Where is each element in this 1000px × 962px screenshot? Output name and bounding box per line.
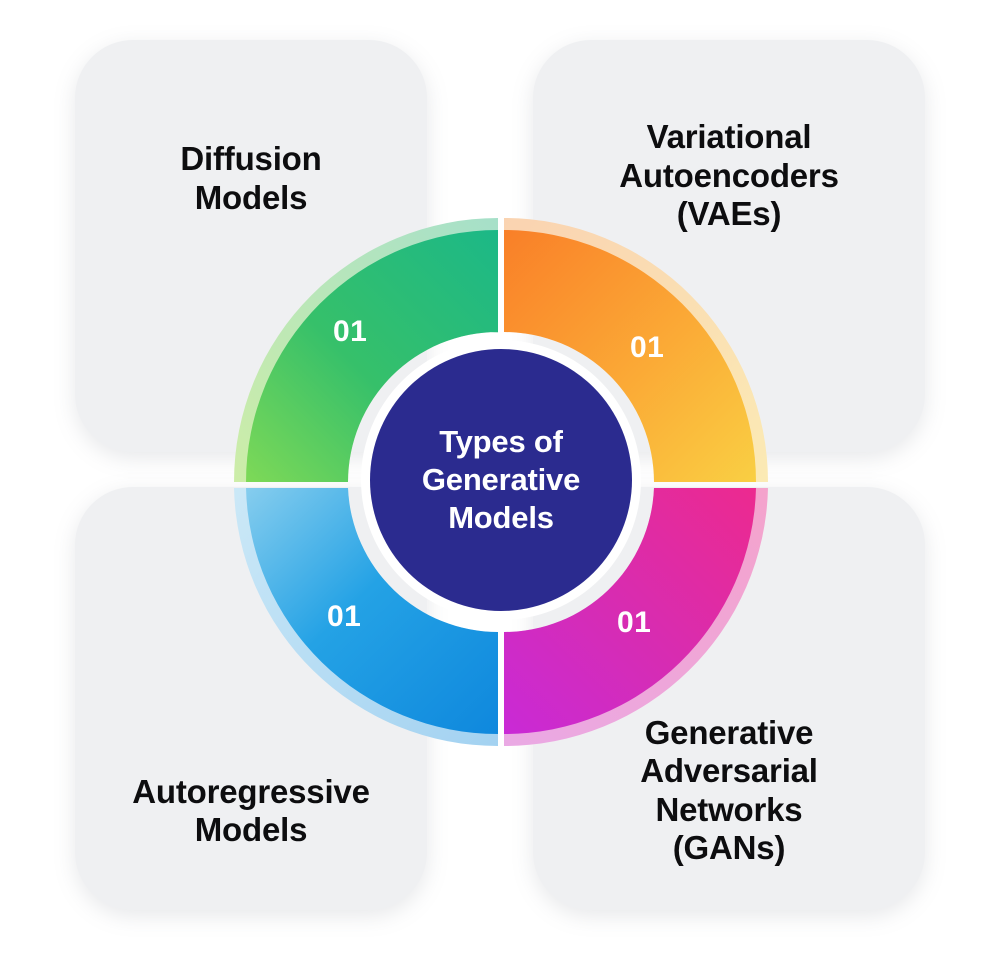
donut-number-diffusion-models: 01: [333, 315, 368, 348]
center-title: Types of Generative Models: [421, 424, 581, 535]
donut-number-autoregressive-models: 01: [327, 600, 362, 633]
quadrant-label-variational-autoencoders: Variational Autoencoders (VAEs): [619, 118, 839, 233]
donut-arc-group: [246, 230, 756, 734]
donut-arc-variational-autoencoders[interactable]: [504, 230, 756, 482]
quadrant-label-generative-adversarial-networks: Generative Adversarial Networks (GANs): [640, 713, 818, 867]
donut-number-variational-autoencoders: 01: [630, 331, 665, 364]
donut-number-generative-adversarial-networks: 01: [617, 606, 652, 639]
donut-arc-autoregressive-models[interactable]: [246, 488, 498, 734]
quadrant-label-autoregressive-models: Autoregressive Models: [132, 772, 370, 849]
donut-chart: [231, 212, 771, 752]
donut-arc-generative-adversarial-networks[interactable]: [504, 488, 756, 734]
quadrant-label-diffusion-models: Diffusion Models: [180, 140, 322, 216]
donut-arc-diffusion-models[interactable]: [246, 230, 498, 482]
quadrant-card-diffusion-models[interactable]: Diffusion Models: [75, 40, 427, 452]
center-hub[interactable]: Types of Generative Models: [370, 349, 632, 611]
